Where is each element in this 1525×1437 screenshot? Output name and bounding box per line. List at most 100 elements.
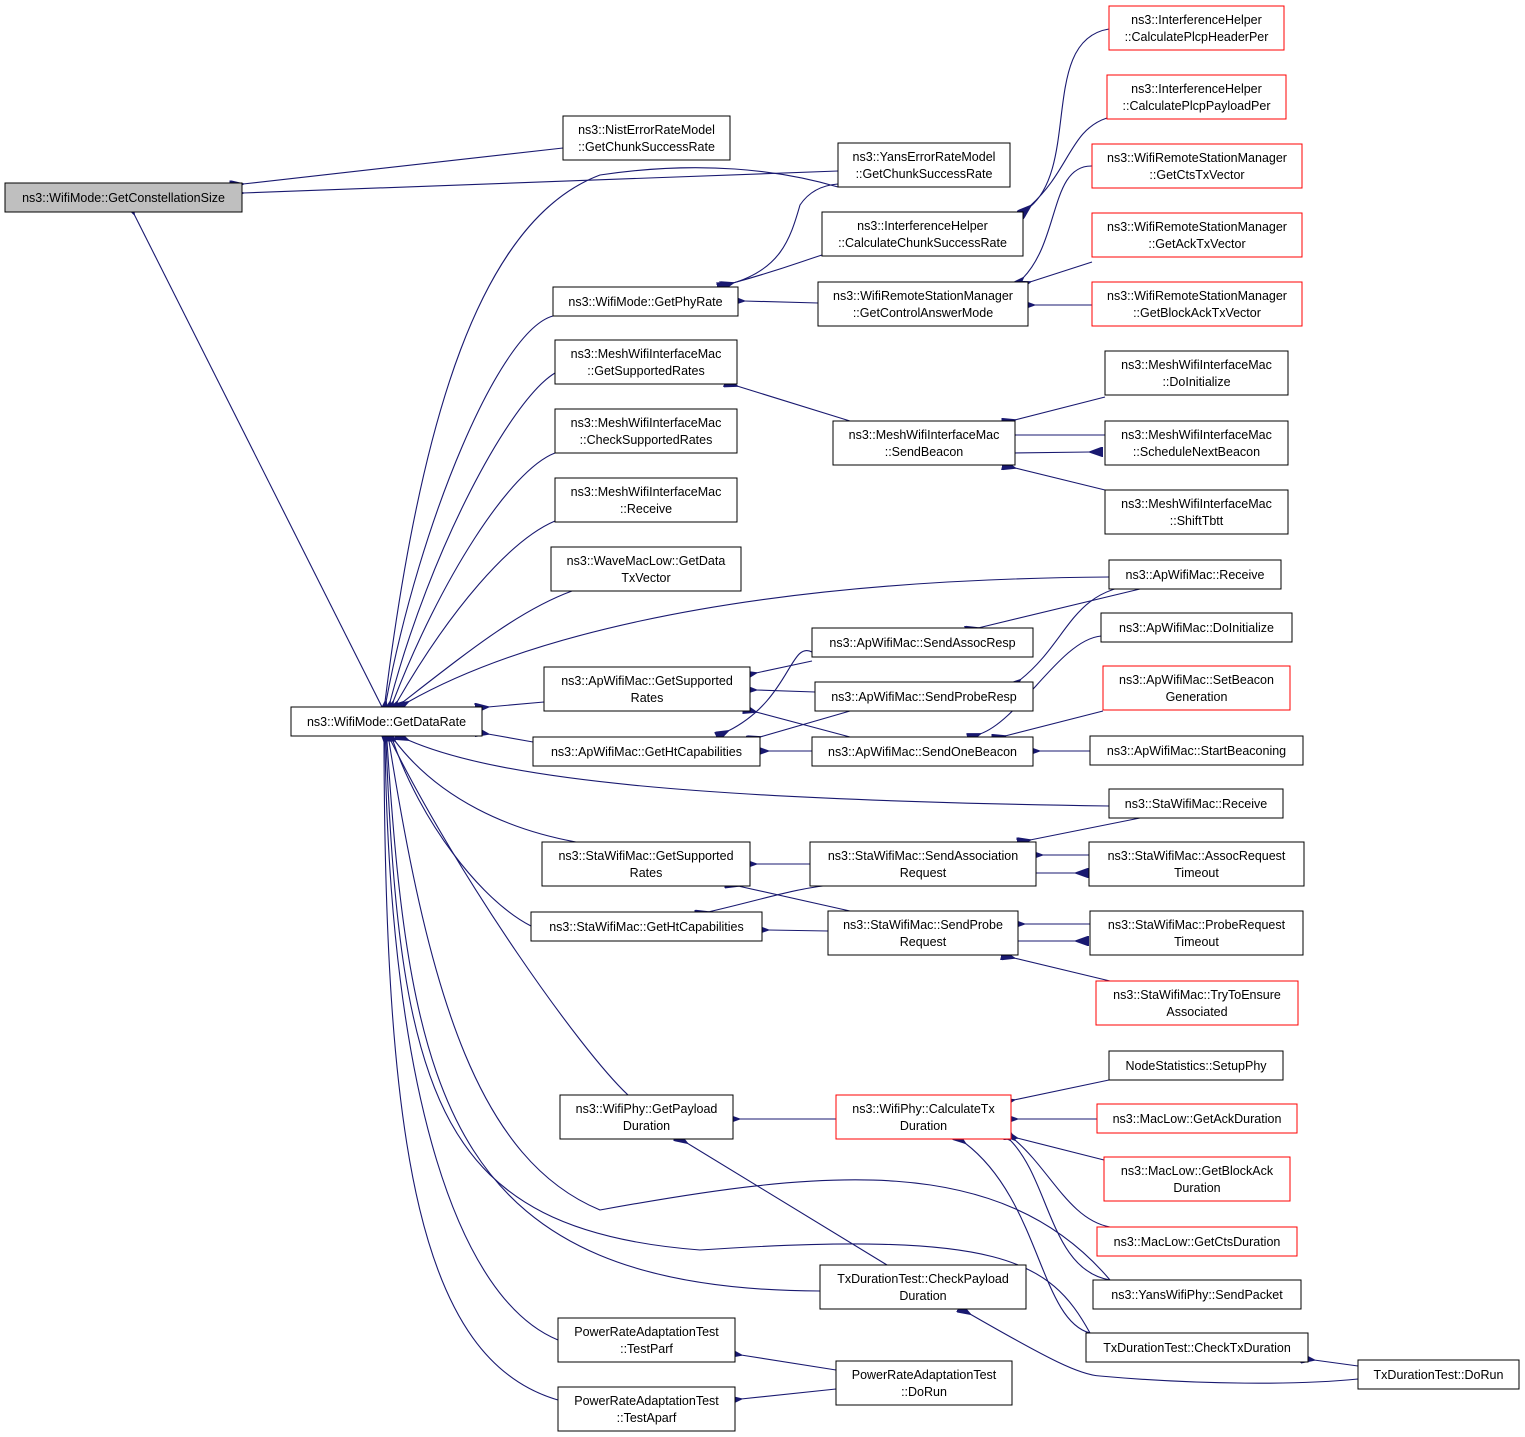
node-box xyxy=(554,477,738,523)
node-ih-header[interactable]: ns3::InterferenceHelper::CalculatePlcpHe… xyxy=(1108,5,1285,51)
node-label: ns3::StaWifiMac::SendAssociation xyxy=(828,849,1018,863)
node-box xyxy=(809,841,1037,887)
node-pra-do-run[interactable]: PowerRateAdaptationTest::DoRun xyxy=(835,1360,1013,1406)
node-label: Rates xyxy=(630,866,663,880)
node-ap-do-init[interactable]: ns3::ApWifiMac::DoInitialize xyxy=(1100,612,1293,643)
node-label: ns3::ApWifiMac::Receive xyxy=(1126,568,1265,582)
node-rsm-cts[interactable]: ns3::WifiRemoteStationManager::GetCtsTxV… xyxy=(1091,143,1303,189)
edge-yansSend-getDataRate xyxy=(389,741,1111,1281)
node-label: ns3::InterferenceHelper xyxy=(1131,82,1262,96)
node-box xyxy=(1106,74,1287,120)
edge-meshShift-meshSendBeacon xyxy=(1015,468,1106,491)
node-label: ns3::WaveMacLow::GetData xyxy=(567,554,726,568)
node-tx-check-tx[interactable]: TxDurationTest::CheckTxDuration xyxy=(1085,1332,1309,1363)
node-rsm-block-ack[interactable]: ns3::WifiRemoteStationManager::GetBlockA… xyxy=(1091,281,1303,327)
node-box xyxy=(1091,212,1303,258)
node-yans[interactable]: ns3::YansErrorRateModel::GetChunkSuccess… xyxy=(837,142,1011,188)
node-label: Associated xyxy=(1166,1005,1227,1019)
node-label: ns3::StaWifiMac::GetHtCapabilities xyxy=(549,920,744,934)
node-box xyxy=(1108,5,1285,51)
node-box xyxy=(4,182,243,213)
node-mesh-schedule[interactable]: ns3::MeshWifiInterfaceMac::ScheduleNextB… xyxy=(1104,420,1289,466)
node-rsm-control[interactable]: ns3::WifiRemoteStationManager::GetContro… xyxy=(817,281,1029,327)
node-box xyxy=(532,736,761,767)
node-mesh-send-beacon[interactable]: ns3::MeshWifiInterfaceMac::SendBeacon xyxy=(832,420,1016,466)
node-label: ns3::StaWifiMac::Receive xyxy=(1125,797,1267,811)
node-box xyxy=(819,1264,1027,1310)
node-label: Rates xyxy=(631,691,664,705)
node-label: Generation xyxy=(1166,690,1228,704)
node-ap-start-beacon[interactable]: ns3::ApWifiMac::StartBeaconing xyxy=(1089,735,1304,766)
node-box xyxy=(1100,612,1293,643)
edge-staReceive-getDataRate xyxy=(408,740,1110,807)
edge-praTestParf-getDataRate xyxy=(385,741,559,1341)
node-ap-get-supp[interactable]: ns3::ApWifiMac::GetSupportedRates xyxy=(543,666,751,712)
node-label: TxVector xyxy=(621,571,670,585)
edge-txDoRun-txCheckTx xyxy=(1314,1360,1359,1367)
node-sta-get-supp[interactable]: ns3::StaWifiMac::GetSupportedRates xyxy=(541,841,751,887)
node-label: ns3::MeshWifiInterfaceMac xyxy=(1121,358,1272,372)
node-ap-send-one-beacon[interactable]: ns3::ApWifiMac::SendOneBeacon xyxy=(811,736,1034,767)
node-ap-send-probe[interactable]: ns3::ApWifiMac::SendProbeResp xyxy=(814,681,1034,712)
node-mac-ack[interactable]: ns3::MacLow::GetAckDuration xyxy=(1096,1103,1298,1134)
node-mesh-do-init[interactable]: ns3::MeshWifiInterfaceMac::DoInitialize xyxy=(1104,350,1289,396)
node-ap-get-ht[interactable]: ns3::ApWifiMac::GetHtCapabilities xyxy=(532,736,761,767)
node-mesh-shift[interactable]: ns3::MeshWifiInterfaceMac::ShiftTbtt xyxy=(1104,489,1289,535)
edge-staTryEnsure-staSendProbe xyxy=(1014,958,1111,982)
node-box xyxy=(1089,735,1304,766)
edge-apSendAssoc-apGetHt xyxy=(728,649,813,731)
node-node-stats[interactable]: NodeStatistics::SetupPhy xyxy=(1108,1050,1284,1081)
node-mesh-receive[interactable]: ns3::MeshWifiInterfaceMac::Receive xyxy=(554,477,738,523)
node-box xyxy=(1085,1332,1309,1363)
node-ap-receive[interactable]: ns3::ApWifiMac::Receive xyxy=(1108,559,1282,590)
node-label: ns3::WifiMode::GetPhyRate xyxy=(568,295,722,309)
node-label: PowerRateAdaptationTest xyxy=(852,1368,997,1382)
node-label: ns3::MeshWifiInterfaceMac xyxy=(571,416,722,430)
node-label: ns3::MeshWifiInterfaceMac xyxy=(571,485,722,499)
node-mesh-get-supp[interactable]: ns3::MeshWifiInterfaceMac::GetSupportedR… xyxy=(554,339,738,385)
node-rsm-ack[interactable]: ns3::WifiRemoteStationManager::GetAckTxV… xyxy=(1091,212,1303,258)
node-mesh-check-supp[interactable]: ns3::MeshWifiInterfaceMac::CheckSupporte… xyxy=(554,408,738,454)
node-tx-do-run[interactable]: TxDurationTest::DoRun xyxy=(1357,1359,1520,1390)
edge-apSetBeacon-apSendOneBeacon xyxy=(1005,710,1104,736)
node-box xyxy=(811,627,1034,658)
node-get-phy-rate[interactable]: ns3::WifiMode::GetPhyRate xyxy=(552,286,739,317)
node-get-data-rate[interactable]: ns3::WifiMode::GetDataRate xyxy=(290,706,483,737)
node-root[interactable]: ns3::WifiMode::GetConstellationSize xyxy=(4,182,243,213)
node-ap-send-assoc[interactable]: ns3::ApWifiMac::SendAssocResp xyxy=(811,627,1034,658)
node-pra-test-aparf[interactable]: PowerRateAdaptationTest::TestAparf xyxy=(557,1386,736,1432)
node-box xyxy=(1104,420,1289,466)
node-ih-chunk[interactable]: ns3::InterferenceHelper::CalculateChunkS… xyxy=(821,211,1024,257)
edge-meshReceive-getDataRate xyxy=(397,520,556,702)
edge-meshGetSupp-getDataRate xyxy=(390,372,556,702)
node-box xyxy=(557,1386,736,1432)
node-pra-test-parf[interactable]: PowerRateAdaptationTest::TestParf xyxy=(557,1317,736,1363)
node-mac-cts[interactable]: ns3::MacLow::GetCtsDuration xyxy=(1096,1226,1298,1257)
node-label: ::CalculatePlcpHeaderPer xyxy=(1125,30,1269,44)
edge-apGetSupp-getDataRate xyxy=(488,701,545,707)
node-yans-send[interactable]: ns3::YansWifiPhy::SendPacket xyxy=(1092,1279,1302,1310)
node-box xyxy=(543,666,751,712)
node-label: ::CheckSupportedRates xyxy=(580,433,713,447)
node-ih-payload[interactable]: ns3::InterferenceHelper::CalculatePlcpPa… xyxy=(1106,74,1287,120)
node-sta-get-ht[interactable]: ns3::StaWifiMac::GetHtCapabilities xyxy=(530,911,763,942)
node-label: Duration xyxy=(900,1119,947,1133)
node-sta-receive[interactable]: ns3::StaWifiMac::Receive xyxy=(1108,788,1284,819)
node-nist[interactable]: ns3::NistErrorRateModel::GetChunkSuccess… xyxy=(562,115,731,161)
node-label: ns3::MeshWifiInterfaceMac xyxy=(1121,428,1272,442)
node-box xyxy=(837,142,1011,188)
edge-nist-root xyxy=(243,147,564,184)
node-label: ::DoInitialize xyxy=(1162,375,1230,389)
